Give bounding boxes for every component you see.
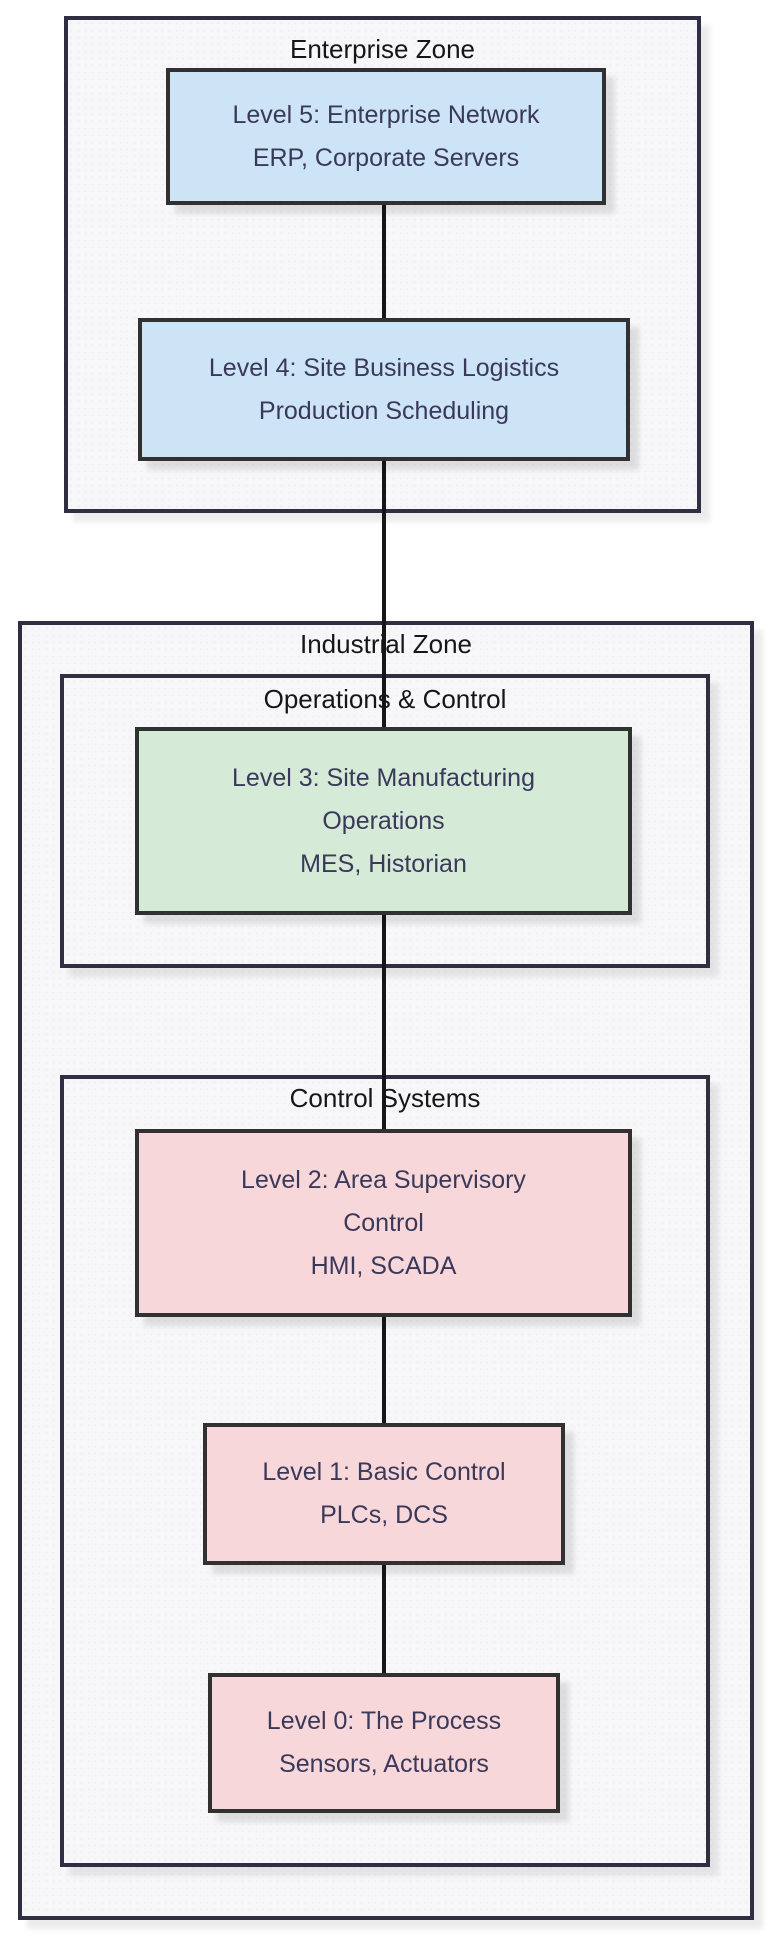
edge-level1-level0 xyxy=(382,1565,386,1673)
node-level0-line2: Sensors, Actuators xyxy=(279,1750,489,1778)
node-level5-enterprise-network: Level 5: Enterprise Network ERP, Corpora… xyxy=(166,68,606,205)
node-level5-line2: ERP, Corporate Servers xyxy=(252,143,520,172)
node-level2-line3: HMI, SCADA xyxy=(310,1251,457,1280)
node-level1-line1: Level 1: Basic Control xyxy=(262,1458,506,1486)
industrial-zone-title: Industrial Zone xyxy=(300,629,472,659)
node-level0-line1: Level 0: The Process xyxy=(266,1707,502,1735)
node-level3-line1: Level 3: Site Manufacturing xyxy=(232,763,535,792)
node-level1-line2: PLCs, DCS xyxy=(320,1501,448,1529)
enterprise-zone-title: Enterprise Zone xyxy=(290,34,475,64)
node-level3-line3: MES, Historian xyxy=(300,849,467,878)
node-level5-line1: Level 5: Enterprise Network xyxy=(232,100,540,129)
edge-level2-level1 xyxy=(382,1317,386,1423)
edge-level3-level2 xyxy=(382,915,386,1129)
node-level3-line2: Operations xyxy=(322,806,445,835)
node-level2-line2: Control xyxy=(343,1208,424,1237)
node-level2-area-supervisory-control: Level 2: Area Supervisory Control HMI, S… xyxy=(135,1129,632,1317)
node-level4-line1: Level 4: Site Business Logistics xyxy=(208,353,560,382)
node-level4-line2: Production Scheduling xyxy=(258,396,510,425)
edge-level4-level3 xyxy=(382,461,386,727)
node-level1-basic-control: Level 1: Basic Control PLCs, DCS xyxy=(203,1423,565,1565)
edge-level5-level4 xyxy=(382,205,386,318)
node-level0-the-process: Level 0: The Process Sensors, Actuators xyxy=(208,1673,560,1813)
node-level2-line1: Level 2: Area Supervisory xyxy=(241,1165,526,1194)
node-level4-site-business-logistics: Level 4: Site Business Logistics Product… xyxy=(138,318,630,461)
node-level3-site-manufacturing-operations: Level 3: Site Manufacturing Operations M… xyxy=(135,727,632,915)
